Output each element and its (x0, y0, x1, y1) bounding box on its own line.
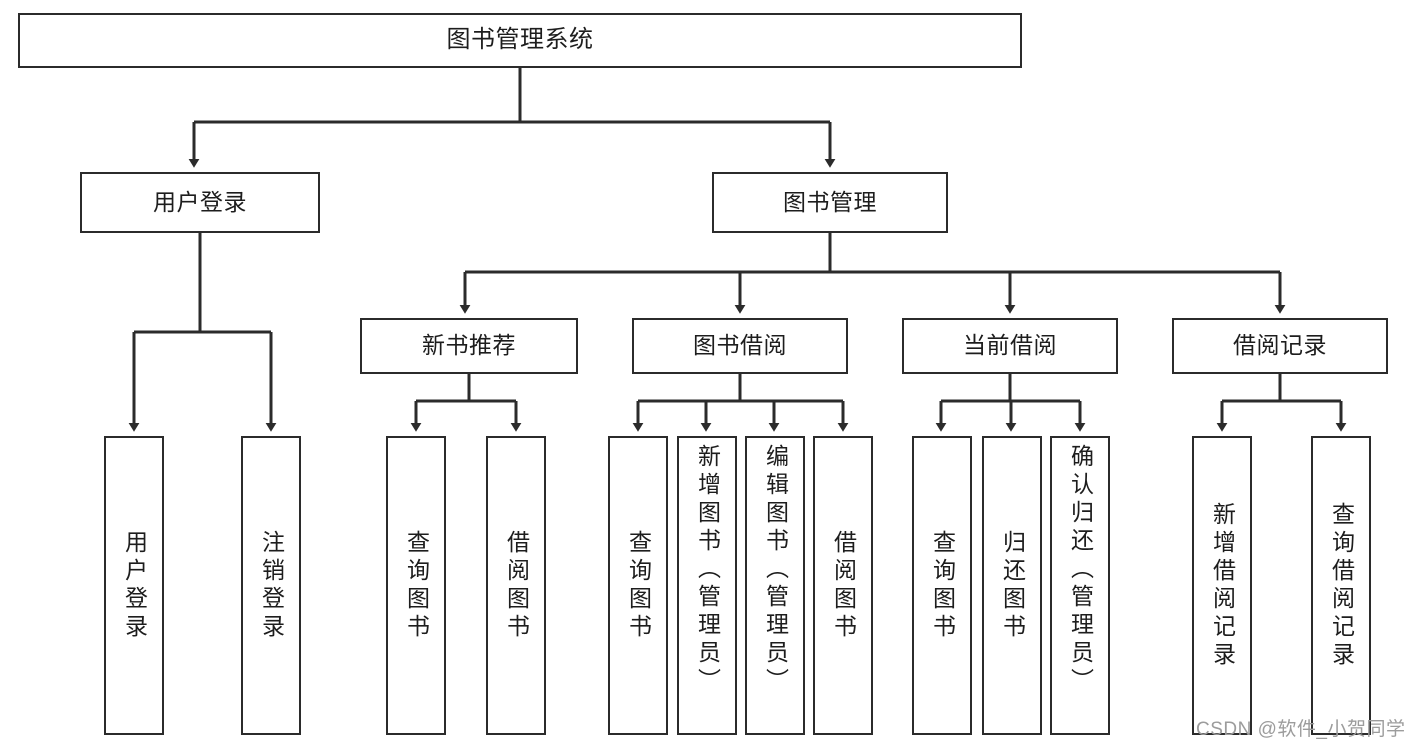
node-leaf-query-borrow-record[interactable]: 查询借阅记录 (1311, 436, 1371, 735)
node-borrow-records[interactable]: 借阅记录 (1172, 318, 1388, 374)
node-label: 用户登录 (121, 529, 148, 642)
node-label: 查询借阅记录 (1328, 501, 1355, 670)
node-label: 图书借阅 (693, 332, 787, 359)
node-leaf-confirm-return-admin[interactable]: 确认归还（管理员） (1050, 436, 1110, 735)
node-label: 新增借阅记录 (1209, 501, 1236, 670)
node-label: 确认归还（管理员） (1067, 444, 1094, 696)
node-label: 查询图书 (929, 529, 956, 642)
node-label: 新增图书（管理员） (694, 444, 721, 696)
node-leaf-borrow-book-2[interactable]: 借阅图书 (813, 436, 873, 735)
node-leaf-query-book-2[interactable]: 查询图书 (608, 436, 668, 735)
node-label: 借阅记录 (1233, 332, 1327, 359)
node-leaf-query-book-1[interactable]: 查询图书 (386, 436, 446, 735)
node-label: 注销登录 (258, 529, 285, 642)
node-label: 图书管理系统 (446, 26, 594, 54)
node-label: 查询图书 (403, 529, 430, 642)
node-label: 图书管理 (783, 188, 877, 215)
node-leaf-borrow-book-1[interactable]: 借阅图书 (486, 436, 546, 735)
node-label: 借阅图书 (503, 529, 530, 642)
node-new-book-recommend[interactable]: 新书推荐 (360, 318, 578, 374)
node-root[interactable]: 图书管理系统 (18, 13, 1022, 68)
node-leaf-logout[interactable]: 注销登录 (241, 436, 301, 735)
node-leaf-return-book[interactable]: 归还图书 (982, 436, 1042, 735)
node-label: 查询图书 (625, 529, 652, 642)
node-book-borrow[interactable]: 图书借阅 (632, 318, 848, 374)
node-leaf-query-book-3[interactable]: 查询图书 (912, 436, 972, 735)
node-label: 用户登录 (153, 188, 247, 215)
node-leaf-add-borrow-record[interactable]: 新增借阅记录 (1192, 436, 1252, 735)
node-label: 编辑图书（管理员） (762, 444, 789, 696)
node-leaf-user-login[interactable]: 用户登录 (104, 436, 164, 735)
node-current-borrow[interactable]: 当前借阅 (902, 318, 1118, 374)
csdn-watermark: CSDN @软件_小贺同学 (1196, 719, 1405, 740)
node-label: 借阅图书 (830, 529, 857, 642)
node-leaf-edit-book-admin[interactable]: 编辑图书（管理员） (745, 436, 805, 735)
node-label: 当前借阅 (963, 332, 1057, 359)
node-book-management[interactable]: 图书管理 (712, 172, 948, 233)
node-leaf-add-book-admin[interactable]: 新增图书（管理员） (677, 436, 737, 735)
node-label: 新书推荐 (422, 332, 516, 359)
node-user-login[interactable]: 用户登录 (80, 172, 320, 233)
node-label: 归还图书 (999, 529, 1026, 642)
